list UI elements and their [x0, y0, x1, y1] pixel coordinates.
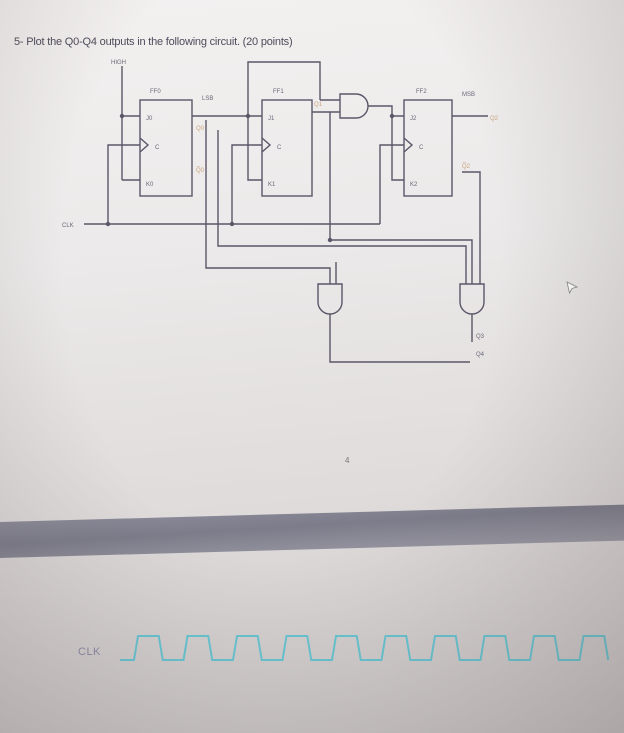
junction-dot [229, 221, 235, 227]
ff0-j-label: J0 [146, 116, 153, 122]
ff1-c-label: C [277, 145, 282, 151]
clk-to-ff1-wire [231, 144, 262, 224]
ff0-k-label: K0 [146, 182, 154, 188]
clk-to-ff0-wire [107, 144, 140, 224]
junction-dot [327, 237, 333, 243]
ff2-q-label: Q2 [490, 116, 499, 122]
ff1-clock-triangle [261, 137, 272, 153]
ff0-name: FF0 [150, 89, 161, 95]
q2bar-bus-wire [462, 171, 481, 284]
clk-circuit-label: CLK [62, 223, 74, 229]
ff2-box [403, 99, 453, 197]
question-text: 5- Plot the Q0-Q4 outputs in the followi… [14, 36, 293, 48]
q4-output-wire [329, 314, 470, 363]
ff1-box [261, 99, 313, 197]
high-label: HIGH [111, 60, 126, 66]
msb-label: MSB [462, 92, 475, 98]
q4-label: Q4 [476, 352, 485, 358]
lsb-label: LSB [202, 96, 213, 102]
q1-bus-wire [329, 112, 473, 284]
ff1-j-label: J1 [268, 116, 275, 122]
clk-waveform-line [120, 635, 610, 661]
page-number: 4 [345, 456, 350, 465]
clk-to-ff2-wire [379, 144, 404, 224]
ff0-c-label: C [155, 145, 160, 151]
ff0-box [139, 99, 193, 197]
junction-dot [245, 113, 251, 119]
and-gate-right [459, 283, 485, 315]
and-gate-top [339, 93, 369, 119]
ff2-qbar-label: Q̅2 [462, 163, 471, 170]
q0-to-k1-wire [247, 116, 262, 181]
junction-dot [389, 113, 395, 119]
and-to-j2-wire [368, 105, 404, 117]
q0bar-bus-wire [205, 120, 331, 284]
and-to-k2-wire [391, 116, 404, 181]
timing-clk-label: CLK [78, 646, 101, 658]
ff1-k-label: K1 [268, 182, 276, 188]
ff0-q-label: Q0 [196, 126, 205, 132]
q3-label: Q3 [476, 334, 485, 340]
ff2-clock-triangle [403, 137, 414, 153]
ff0-qbar-label: Q̅0 [196, 167, 205, 174]
ff2-k-label: K2 [410, 182, 418, 188]
junction-dot [119, 113, 125, 119]
q0-bus-wire [217, 130, 467, 284]
and-gate-left [317, 283, 343, 315]
q0-loop-wire [247, 61, 321, 116]
ff2-c-label: C [419, 145, 424, 151]
ff1-name: FF1 [273, 89, 284, 95]
ff2-j-label: J2 [410, 116, 417, 122]
mouse-pointer-icon [566, 281, 579, 300]
ff0-clock-triangle [139, 137, 150, 153]
ff2-name: FF2 [416, 89, 427, 95]
ff1-q-label: Q1 [314, 102, 323, 108]
junction-dot [105, 221, 111, 227]
